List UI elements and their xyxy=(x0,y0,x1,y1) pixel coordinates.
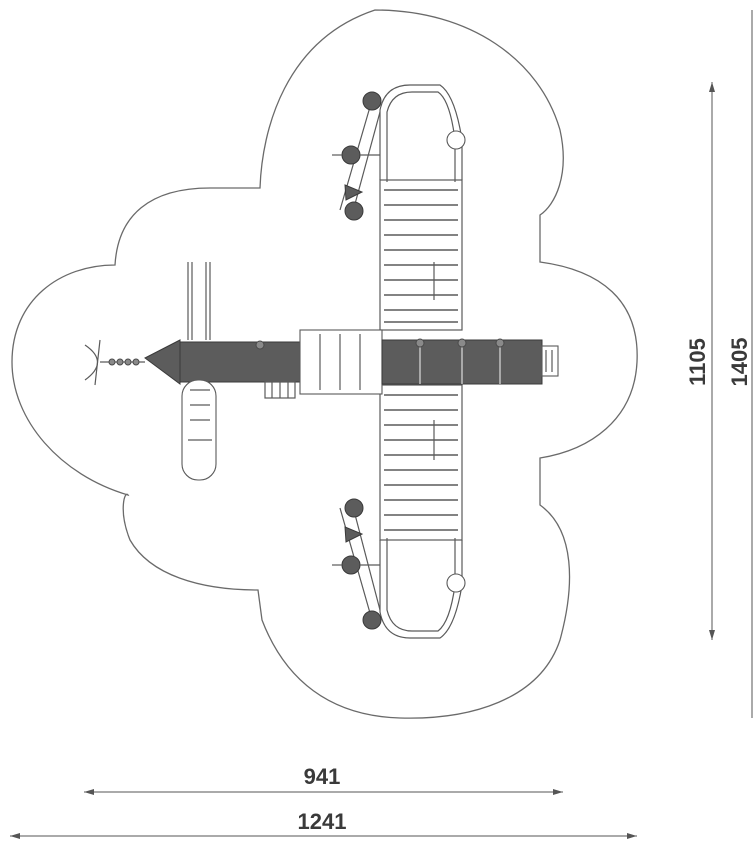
lower-climbing-net xyxy=(379,384,463,541)
height-dimension-inner xyxy=(709,82,715,640)
height-label-outer: 1405 xyxy=(727,338,752,387)
height-label-inner: 1105 xyxy=(685,338,710,386)
upper-propeller-seats xyxy=(332,91,382,221)
lower-propeller-seats xyxy=(332,498,382,630)
width-dimension-outer xyxy=(10,833,637,839)
fire-poles xyxy=(187,262,211,340)
nose-cone xyxy=(84,339,181,386)
width-label-inner: 941 xyxy=(304,764,341,789)
width-label-outer: 1241 xyxy=(298,809,347,834)
fuselage-frame xyxy=(379,84,466,639)
step-ladder xyxy=(264,381,296,399)
platform-beam xyxy=(179,329,559,395)
upper-climbing-net xyxy=(379,179,463,331)
slide xyxy=(181,379,217,481)
safety-zone-outline xyxy=(11,9,638,719)
width-dimension-inner xyxy=(84,789,563,795)
